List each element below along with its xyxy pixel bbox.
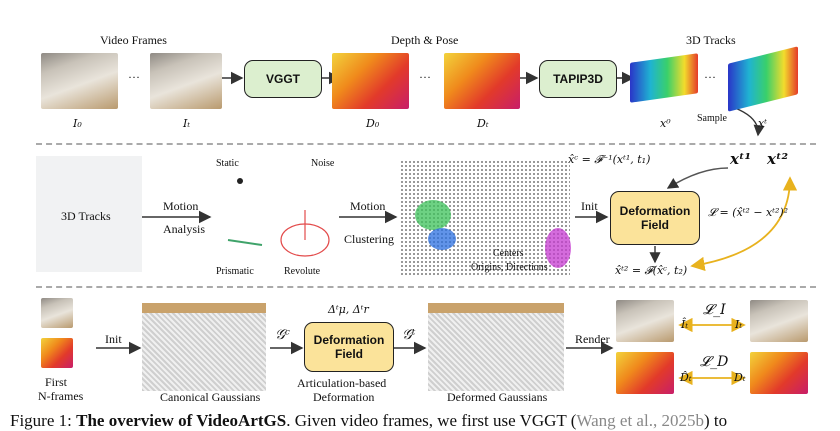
motion-label-2: Motion — [350, 199, 386, 213]
init-label-row3: Init — [105, 332, 122, 346]
ihat-label: Îₜ — [681, 318, 689, 331]
articulation-label-1: Articulation-based — [297, 376, 387, 390]
sample-label: Sample — [697, 113, 727, 124]
articulation-label-2: Deformation — [313, 390, 375, 404]
dhat-label: D̂ₜ — [680, 371, 692, 384]
init-label-row2: Init — [581, 199, 598, 213]
caption-citation[interactable]: Wang et al., 2025b — [576, 411, 704, 430]
loss-equation: 𝓛 = (x̂ᵗ² − xᵗ²)² — [708, 206, 789, 219]
divider-2 — [36, 286, 816, 288]
equation-forward: x̂ᵗ² = 𝓕(x̂ᶜ, t₂) — [615, 264, 688, 277]
first-frame-thumb-2 — [41, 338, 73, 368]
origins-label: Origins, Directions — [471, 262, 548, 273]
rendered-depth — [616, 352, 674, 394]
caption-prefix: Figure 1: — [10, 411, 77, 430]
arrow-xt1-to-field — [666, 167, 729, 189]
canonical-gaussians-image — [142, 303, 266, 391]
divider-1 — [36, 143, 816, 145]
video-frame-0 — [41, 53, 118, 109]
clustering-label: Clustering — [344, 232, 394, 246]
figure-caption: Figure 1: The overview of VideoArtGS. Gi… — [10, 411, 727, 431]
depth-map-t — [444, 53, 520, 109]
analysis-label: Analysis — [163, 222, 205, 236]
revolute-label: Revolute — [284, 266, 321, 277]
equation-inverse: x̂ᶜ = 𝓕⁻¹(xᵗ¹, t₁) — [568, 153, 651, 166]
noise-label: Noise — [311, 158, 335, 169]
green-cluster — [415, 200, 451, 230]
blue-cluster — [428, 228, 456, 250]
ld-label: 𝓛_D — [700, 354, 729, 370]
video-frames-label: Video Frames — [100, 33, 167, 47]
gt-depth — [750, 352, 808, 394]
tapip3d-box: TAPIP3D — [539, 60, 617, 98]
caption-tail: ) to — [703, 411, 728, 430]
depth-pose-label: Depth & Pose — [391, 33, 459, 47]
static-dot-2 — [237, 178, 243, 184]
n-frames-label: N-frames — [38, 389, 84, 403]
df3-line2: Field — [334, 347, 363, 361]
xt1-label: xᵗ¹ — [730, 150, 752, 168]
ellipsis-3: ··· — [704, 70, 716, 84]
prismatic-green — [227, 239, 263, 246]
ellipsis-2: ··· — [419, 70, 431, 84]
dt-label-row3: Dₜ — [734, 371, 746, 384]
caption-bold: The overview of VideoArtGS — [76, 411, 287, 430]
gt-label: 𝒢ᵗ — [402, 327, 416, 343]
tracks-panel — [36, 156, 142, 272]
motion-label: Motion — [163, 199, 199, 213]
first-label: First — [45, 375, 68, 389]
prismatic-label: Prismatic — [216, 266, 254, 277]
x0-label: x⁰ — [660, 117, 671, 130]
deformed-gaussians-image — [428, 303, 564, 391]
df3-line1: Deformation — [313, 333, 385, 347]
first-frame-thumb-1 — [41, 298, 73, 328]
arrow-sample — [734, 107, 765, 137]
row2-3d-tracks-label: 3D Tracks — [61, 209, 111, 223]
it-label: Iₜ — [183, 117, 191, 130]
deformed-gaussians-label: Deformed Gaussians — [447, 390, 548, 404]
delta-label: Δᵗμ, Δᵗr — [328, 303, 369, 316]
gt-image — [750, 300, 808, 342]
df-line2: Field — [640, 218, 669, 232]
li-label: 𝓛_I — [703, 302, 726, 318]
dt-label: Dₜ — [477, 117, 489, 130]
video-frame-t — [150, 53, 222, 109]
render-label: Render — [575, 332, 610, 346]
df-line1: Deformation — [619, 204, 691, 218]
yellow-loss-arrow — [690, 176, 798, 272]
depth-map-0 — [332, 53, 409, 109]
xt-label: xᵗ — [758, 117, 767, 130]
d0-label: D₀ — [366, 117, 380, 130]
3d-tracks-label: 3D Tracks — [686, 33, 736, 47]
xt2-label: xᵗ² — [767, 150, 789, 168]
purple-cluster — [545, 228, 571, 268]
gc-label: 𝒢ᶜ — [275, 327, 290, 343]
ellipsis-1: ··· — [128, 70, 140, 84]
caption-text: . Given video frames, we first use VGGT … — [286, 411, 577, 430]
rendered-image — [616, 300, 674, 342]
i0-label: I₀ — [73, 117, 82, 130]
centers-label: Centers — [493, 248, 524, 259]
vggt-box: VGGT — [244, 60, 322, 98]
canonical-gaussians-label: Canonical Gaussians — [160, 390, 261, 404]
static-label: Static — [216, 158, 239, 169]
it-label-row3: Iₜ — [735, 318, 743, 331]
